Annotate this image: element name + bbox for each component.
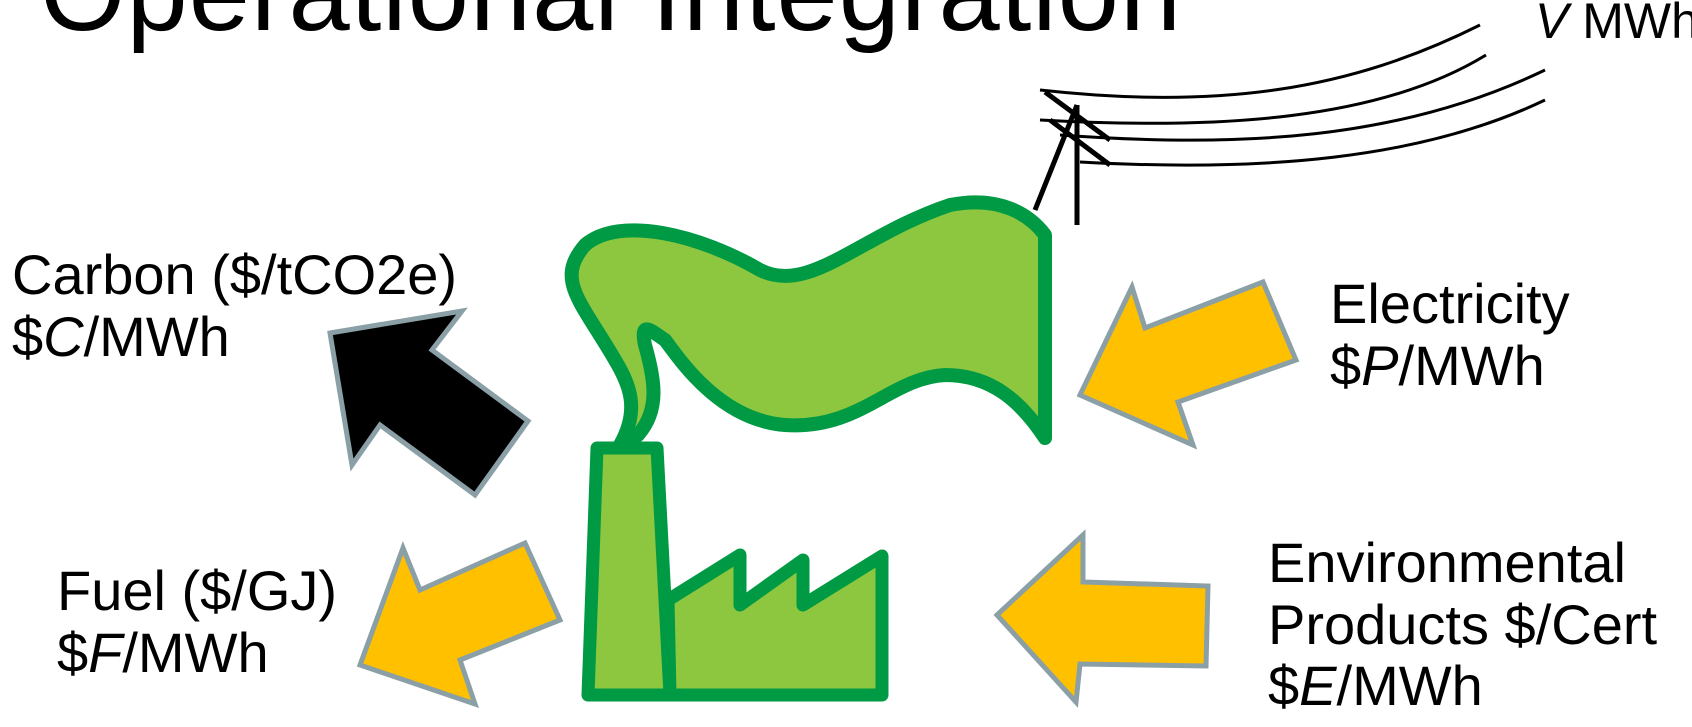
environmental-subtitle: Products $/Cert	[1268, 594, 1657, 656]
electricity-label: Electricity $P/MWh	[1330, 273, 1570, 396]
electricity-arrow-icon	[1080, 282, 1296, 445]
fuel-title: Fuel ($/GJ)	[57, 560, 337, 622]
fuel-label: Fuel ($/GJ) $F/MWh	[57, 560, 337, 683]
grid-output-letter: V	[1535, 0, 1568, 49]
power-line-icon	[1035, 25, 1545, 225]
environmental-price: $E/MWh	[1268, 655, 1657, 717]
environmental-arrow-icon	[997, 535, 1208, 702]
carbon-title: Carbon ($/tCO2e)	[12, 244, 457, 306]
fuel-price: $F/MWh	[57, 622, 337, 684]
carbon-price: $C/MWh	[12, 306, 457, 368]
environmental-label: Environmental Products $/Cert $E/MWh	[1268, 532, 1657, 717]
slide-title: Operational Integration	[40, 0, 1182, 48]
factory-smoke-icon	[572, 202, 1045, 445]
environmental-title: Environmental	[1268, 532, 1657, 594]
factory-chimney-icon	[588, 448, 670, 695]
grid-output-unit: MWh	[1582, 0, 1692, 49]
carbon-label: Carbon ($/tCO2e) $C/MWh	[12, 244, 457, 367]
electricity-title: Electricity	[1330, 273, 1570, 335]
electricity-price: $P/MWh	[1330, 335, 1570, 397]
grid-output-label: V MWh	[1535, 0, 1692, 49]
factory-building-icon	[668, 555, 882, 695]
fuel-arrow-icon	[360, 543, 560, 704]
